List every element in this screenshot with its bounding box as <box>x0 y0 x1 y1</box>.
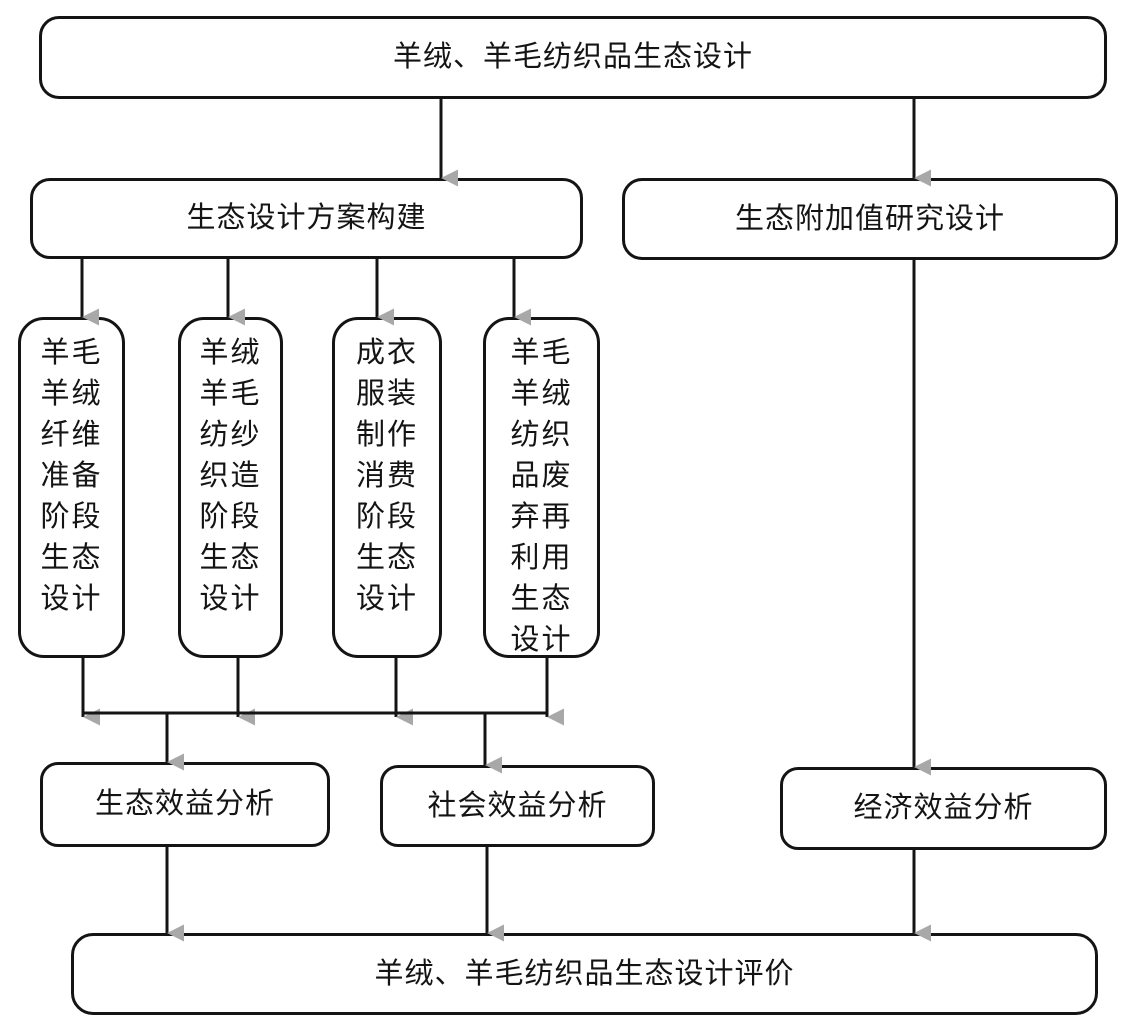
node-evaluation: 羊绒、羊毛纺织品生态设计评价 <box>71 933 1098 1015</box>
node-stage-fiber-preparation: 羊毛 羊绒 纤维 准备 阶段 生态 设计 <box>18 317 125 658</box>
node-stage-waste-reuse: 羊毛 羊绒 纺织 品废 弃再 利用 生态 设计 <box>483 317 600 658</box>
node-scheme-construction: 生态设计方案构建 <box>30 178 583 259</box>
node-added-value-design: 生态附加值研究设计 <box>622 178 1118 260</box>
node-main-title: 羊绒、羊毛纺织品生态设计 <box>39 16 1107 99</box>
node-eco-benefit-analysis: 生态效益分析 <box>40 762 330 847</box>
node-economic-benefit-analysis: 经济效益分析 <box>780 767 1107 850</box>
node-social-benefit-analysis: 社会效益分析 <box>380 765 655 847</box>
node-stage-spinning-weaving: 羊绒 羊毛 纺纱 织造 阶段 生态 设计 <box>178 317 283 658</box>
node-stage-garment-consumption: 成衣 服装 制作 消费 阶段 生态 设计 <box>332 317 442 658</box>
